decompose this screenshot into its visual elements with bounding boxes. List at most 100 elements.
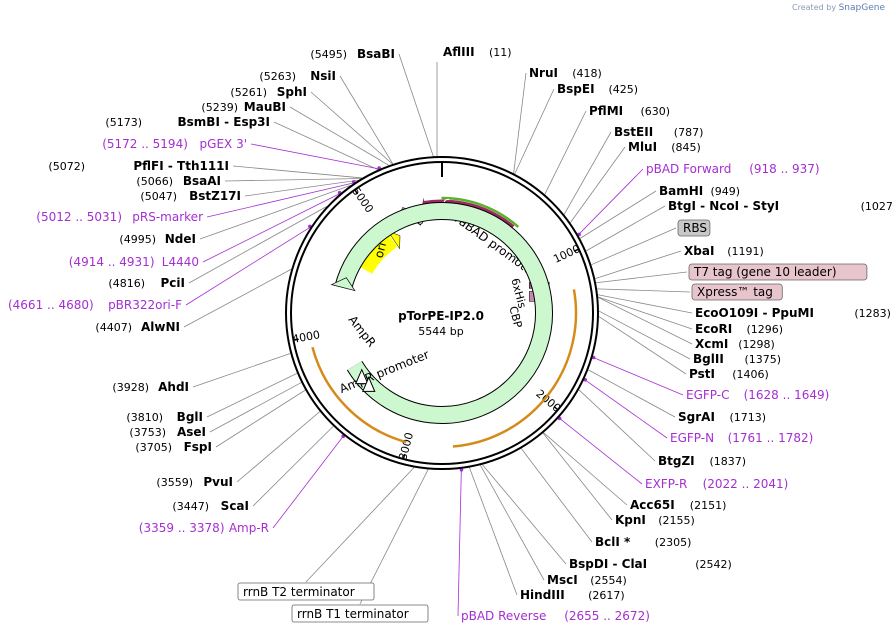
right-pos-23: (2155) bbox=[658, 514, 695, 527]
right-label-12: EcoO109I - PpuMI bbox=[695, 306, 814, 320]
left-pos-7: (5066) bbox=[136, 175, 173, 188]
leader bbox=[236, 411, 321, 483]
left-pos-4: (5173) bbox=[105, 116, 142, 129]
orange-arc-left bbox=[311, 346, 407, 444]
left-label-2: SphI bbox=[277, 85, 307, 99]
left-pos-1: (5263) bbox=[259, 70, 296, 83]
leader bbox=[209, 382, 302, 433]
tick-label-1000: 1000 bbox=[551, 242, 582, 266]
right-pos-5: (918 .. 937) bbox=[749, 162, 819, 176]
right-pos-22: (2151) bbox=[690, 499, 727, 512]
left-label-0: BsaBI bbox=[357, 47, 395, 61]
left-label-20: ScaI bbox=[221, 499, 249, 513]
leader bbox=[579, 190, 657, 239]
left-label-12: PciI bbox=[161, 276, 186, 290]
right-label-16: PstI bbox=[689, 367, 715, 381]
credit-prefix: Created by bbox=[792, 3, 837, 12]
right-pos-24: (2305) bbox=[655, 536, 692, 549]
leader bbox=[591, 227, 677, 266]
right-label-8: RBS bbox=[683, 221, 707, 235]
right-pos-17: (1628 .. 1649) bbox=[744, 388, 830, 402]
plasmid-name: pTorPE-IP2.0 bbox=[398, 309, 484, 323]
left-pos-0: (5495) bbox=[310, 48, 347, 61]
tick-2000 bbox=[553, 406, 559, 411]
right-label-3: BstEII bbox=[614, 125, 653, 139]
ampr-body bbox=[335, 203, 552, 423]
left-label-15: AhdI bbox=[158, 380, 189, 394]
leader bbox=[252, 425, 334, 507]
left-pos-15: (3928) bbox=[112, 381, 149, 394]
right-pos-3: (787) bbox=[674, 126, 704, 139]
right-pos-27: (2617) bbox=[588, 589, 625, 602]
ampr-label: AmpR bbox=[346, 313, 379, 350]
right-label-0: NruI bbox=[529, 66, 558, 80]
leader bbox=[199, 185, 351, 240]
left-label-1: NsiI bbox=[310, 69, 336, 83]
leader bbox=[598, 297, 693, 345]
left-pos-2: (5261) bbox=[230, 86, 267, 99]
leader bbox=[563, 131, 612, 215]
right-label-25: BspDI - ClaI bbox=[569, 557, 647, 571]
leader bbox=[289, 106, 390, 166]
ampr-head bbox=[330, 277, 356, 292]
leader bbox=[232, 165, 363, 179]
tick-label-5000: 5000 bbox=[349, 185, 376, 215]
left-pos-18: (3705) bbox=[135, 441, 172, 454]
right-label-15: BglII bbox=[693, 352, 724, 366]
left-pos-16: (3810) bbox=[126, 411, 163, 424]
right-pos-7: (1027) bbox=[861, 200, 893, 213]
leader bbox=[598, 296, 693, 330]
ampr-promoter-arrow-2 bbox=[361, 376, 376, 392]
label-leaders bbox=[183, 53, 693, 617]
ori-body bbox=[358, 233, 398, 275]
left-label-10: NdeI bbox=[165, 232, 196, 246]
leader bbox=[185, 226, 311, 306]
right-pos-28: (2655 .. 2672) bbox=[564, 609, 650, 623]
leader bbox=[310, 91, 393, 165]
left-label-18: FspI bbox=[184, 440, 212, 454]
feature-box-10 bbox=[688, 263, 868, 281]
tick-label-4000: 4000 bbox=[291, 328, 321, 346]
right-label-26: MscI bbox=[547, 573, 578, 587]
leader bbox=[584, 379, 668, 439]
left-label-3: MauBI bbox=[244, 100, 286, 114]
feature-box-11 bbox=[691, 283, 783, 301]
tick-label-2000: 2000 bbox=[533, 387, 563, 415]
leader bbox=[339, 75, 394, 165]
right-label-5: pBAD Forward bbox=[646, 162, 731, 176]
right-pos-14: (1298) bbox=[738, 338, 775, 351]
right-pos-6: (949) bbox=[711, 185, 741, 198]
right-pos-18: (1713) bbox=[730, 411, 767, 424]
leader bbox=[578, 389, 656, 462]
right-label-11: Xpress™ tag bbox=[697, 285, 773, 299]
cbp-label: CBP bbox=[506, 305, 524, 330]
right-pos-16: (1406) bbox=[732, 368, 769, 381]
left-pos-9: (5012 .. 5031) bbox=[36, 210, 122, 224]
terminator-box-0 bbox=[237, 582, 375, 601]
left-pos-21: (3359 .. 3378) bbox=[139, 521, 225, 535]
ampr-promoter-arrow bbox=[355, 368, 369, 385]
leader bbox=[206, 372, 298, 418]
leader bbox=[482, 464, 567, 565]
right-pos-25: (2542) bbox=[695, 558, 732, 571]
right-pos-9: (1191) bbox=[727, 245, 764, 258]
tick-3000 bbox=[402, 453, 406, 460]
leader bbox=[544, 110, 587, 195]
top-pos: (11) bbox=[489, 46, 512, 59]
leader bbox=[543, 432, 628, 506]
left-pos-3: (5239) bbox=[201, 101, 238, 114]
right-label-24: BclI * bbox=[595, 535, 631, 549]
leader bbox=[570, 146, 626, 223]
right-pos-12: (1283) bbox=[854, 307, 891, 320]
ori-head bbox=[387, 230, 401, 250]
leader bbox=[558, 417, 643, 485]
right-label-4: MluI bbox=[628, 140, 657, 154]
leader bbox=[542, 432, 613, 521]
left-label-13: pBR322ori-F bbox=[108, 298, 182, 312]
left-label-19: PvuI bbox=[203, 475, 233, 489]
tick-label-3000: 3000 bbox=[396, 431, 416, 461]
right-pos-15: (1375) bbox=[745, 353, 782, 366]
tick-5000 bbox=[354, 189, 359, 195]
left-label-21: Amp-R bbox=[229, 521, 269, 535]
